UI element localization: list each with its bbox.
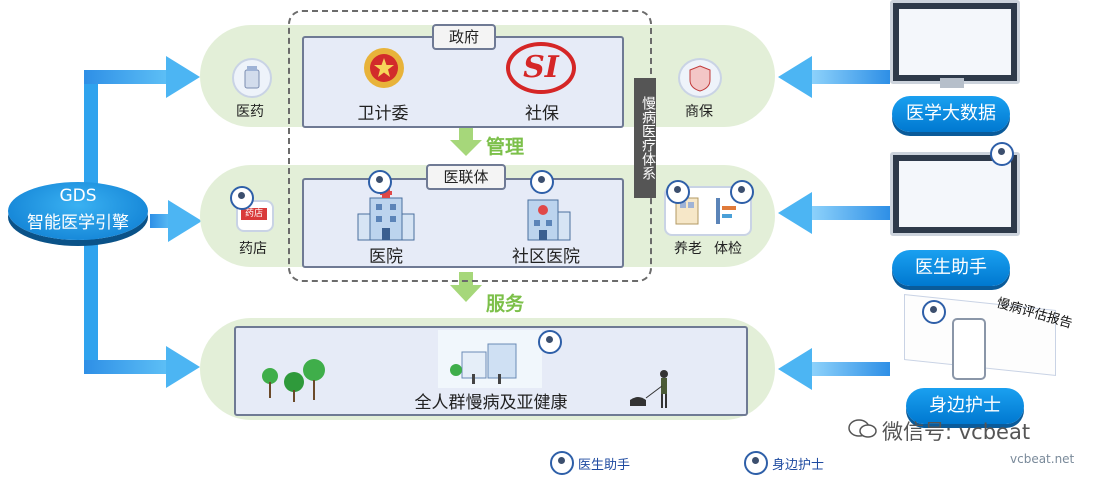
social-security-label: 社保 xyxy=(525,104,559,124)
legend-nearby-nurse: 身边护士 xyxy=(772,458,825,473)
elderly-care-label: 养老 xyxy=(674,241,702,257)
medical-big-data-badge: 医学大数据 xyxy=(892,96,1010,132)
tree-icon xyxy=(258,354,338,404)
government-tag: 政府 xyxy=(432,24,496,50)
community-hospital-label: 社区医院 xyxy=(512,247,580,267)
medical-alliance-tag: 医联体 xyxy=(426,164,506,190)
pharmacy-label: 药店 xyxy=(239,241,267,257)
big-data-monitor xyxy=(890,0,1020,84)
insurance-shield-icon xyxy=(678,58,722,98)
phone-icon xyxy=(952,318,986,380)
commercial-insurance-label: 商保 xyxy=(685,104,713,120)
gds-engine xyxy=(8,182,148,240)
management-label: 管理 xyxy=(486,136,525,158)
robot-doctor-icon xyxy=(530,170,554,194)
robot-doctor-icon xyxy=(230,186,254,210)
medicine-label: 医药 xyxy=(236,104,264,120)
community-scene-icon xyxy=(438,330,542,388)
watermark-site: vcbeat.net xyxy=(1010,452,1075,466)
si-logo-text: SI xyxy=(523,50,559,85)
national-emblem-icon xyxy=(360,44,408,92)
pharmacy-sign: 药店 xyxy=(241,208,267,220)
watermark-wechat: 微信号: vcbeat xyxy=(882,420,1031,444)
robot-doctor-icon xyxy=(550,451,574,475)
health-commission-label: 卫计委 xyxy=(357,104,409,124)
monitor-stand xyxy=(940,78,964,88)
robot-doctor-icon xyxy=(990,142,1014,166)
robot-doctor-icon xyxy=(922,300,946,324)
hospital-building-icon xyxy=(356,186,416,242)
gds-subtitle: 智能医学引擎 xyxy=(27,213,129,233)
wechat-icon xyxy=(848,418,878,440)
robot-doctor-icon xyxy=(666,180,690,204)
doctor-assistant-badge: 医生助手 xyxy=(892,250,1010,286)
robot-doctor-icon xyxy=(730,180,754,204)
chronic-system-label: 慢病医疗体系 xyxy=(634,78,656,198)
population-label: 全人群慢病及亚健康 xyxy=(414,393,568,413)
robot-doctor-icon xyxy=(538,330,562,354)
legend-doctor-assistant: 医生助手 xyxy=(578,458,631,473)
checkup-label: 体检 xyxy=(714,241,742,257)
nearby-nurse-badge: 身边护士 xyxy=(906,388,1024,424)
robot-doctor-icon xyxy=(368,170,392,194)
gds-title: GDS xyxy=(59,186,97,206)
dog-walker-icon xyxy=(626,368,680,412)
hospital-label: 医院 xyxy=(369,247,403,267)
doctor-assistant-monitor xyxy=(890,152,1020,236)
si-logo-icon: SI xyxy=(506,42,576,94)
service-label: 服务 xyxy=(486,293,525,315)
robot-nurse-icon xyxy=(744,451,768,475)
community-hospital-icon xyxy=(522,186,574,242)
medicine-bottle-icon xyxy=(232,58,272,98)
